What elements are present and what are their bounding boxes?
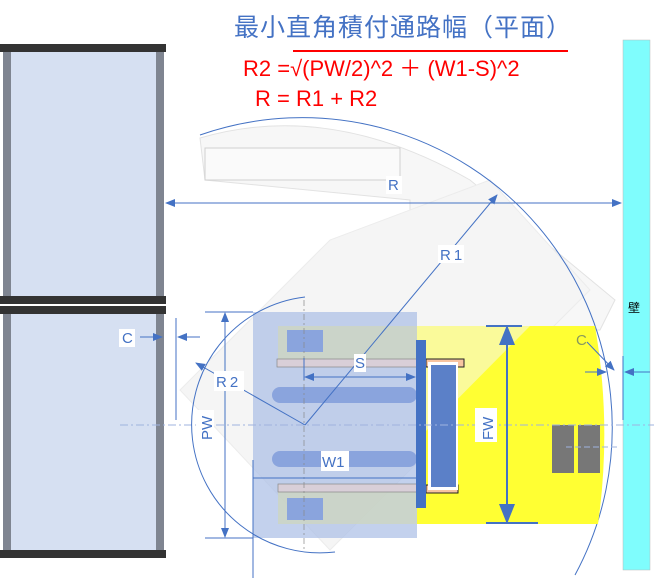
radius-r-arc [199, 117, 613, 576]
fork-upper [272, 387, 417, 403]
label-s: S [355, 355, 365, 372]
label-r2: R2 [216, 374, 241, 391]
label-c-right: C [576, 332, 587, 349]
mast [416, 340, 426, 508]
label-fw: FW [480, 416, 497, 440]
carriage [431, 365, 456, 487]
label-r1: R1 [440, 247, 465, 264]
page-title: 最小直角積付通路幅（平面） [234, 13, 573, 42]
radius-r2-arc [191, 296, 336, 554]
rack-bottom [0, 306, 166, 558]
counterweight-left [552, 425, 574, 473]
counterweight-right [578, 425, 600, 473]
label-w1: W1 [322, 454, 345, 471]
label-c-left: C [122, 330, 133, 347]
label-wall: 壁 [628, 300, 640, 315]
sqrt-bar [293, 50, 568, 52]
r1-line [304, 194, 498, 426]
label-r: R [388, 177, 399, 194]
formula-r: R = R1 + R2 [255, 86, 378, 111]
formula-r2: R2 =√(PW/2)^2 ＋ (W1-S)^2 [243, 56, 520, 81]
label-pw: PW [199, 415, 216, 440]
wall [622, 39, 651, 571]
rack-top [0, 44, 166, 304]
